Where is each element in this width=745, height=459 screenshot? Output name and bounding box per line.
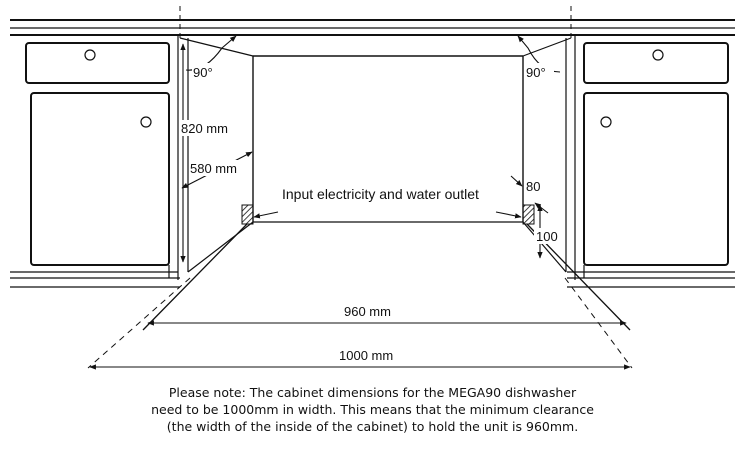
note-line-2: need to be 1000mm in width. This means t… bbox=[151, 402, 594, 417]
outlet-label: Input electricity and water outlet bbox=[282, 186, 479, 202]
right-outlet-hatch bbox=[522, 204, 535, 225]
dim-80-arrow-bottom bbox=[534, 202, 549, 214]
left-outlet-hatch bbox=[241, 204, 254, 225]
dim-80-arrow-top bbox=[510, 175, 523, 187]
width-1000-label: 1000 mm bbox=[339, 348, 393, 363]
left-angle-label: 90° bbox=[193, 65, 213, 80]
depth-label: 580 mm bbox=[190, 161, 237, 176]
dim-100-label: 100 bbox=[536, 229, 558, 244]
outlet-arrow-right bbox=[495, 211, 522, 219]
note-line-1: Please note: The cabinet dimensions for … bbox=[168, 385, 577, 400]
right-cabinet bbox=[567, 35, 735, 288]
countertop bbox=[10, 19, 735, 36]
note-text: Please note: The cabinet dimensions for … bbox=[0, 384, 745, 435]
dim-80-label: 80 bbox=[526, 179, 540, 194]
left-cabinet bbox=[10, 35, 180, 288]
width-960-label: 960 mm bbox=[344, 304, 391, 319]
outlet-arrow-left bbox=[253, 211, 279, 219]
note-line-3: (the width of the inside of the cabinet)… bbox=[166, 419, 579, 434]
right-angle-label: 90° bbox=[526, 65, 546, 80]
guide-lines bbox=[179, 6, 572, 42]
height-label: 820 mm bbox=[181, 121, 228, 136]
recess-walls bbox=[179, 37, 572, 273]
